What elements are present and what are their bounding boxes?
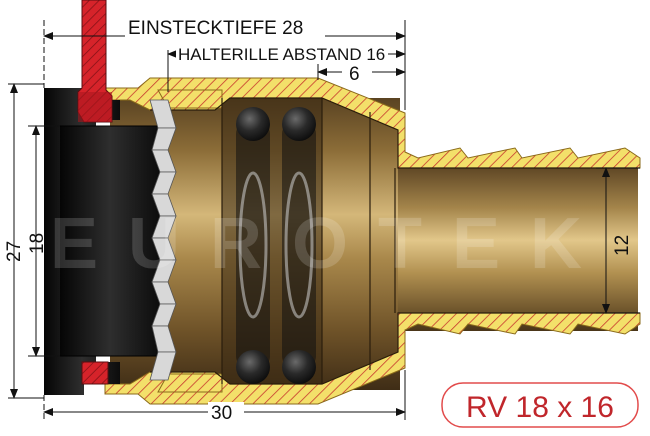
- dim-inner-diameter: 18: [27, 233, 48, 254]
- o-rings: [236, 107, 316, 384]
- o-ring-bottom-1: [236, 350, 270, 384]
- dim-insertion-depth: EINSTECKTIEFE 28: [128, 18, 303, 39]
- collet: [44, 88, 160, 395]
- o-ring-bottom-2: [282, 350, 316, 384]
- dim-groove-distance: HALTERILLE ABSTAND 16: [178, 45, 385, 64]
- product-badge: RV 18 x 16: [441, 382, 639, 428]
- dim-outer-diameter: 27: [4, 241, 25, 262]
- dim-six: 6: [349, 64, 360, 85]
- o-ring-top-1: [236, 107, 270, 141]
- release-tab: [77, 0, 113, 385]
- body-outline: [150, 97, 640, 385]
- watermark: EUROTEK: [50, 204, 612, 284]
- section-hatch: [104, 77, 641, 405]
- dim-length: 30: [211, 403, 232, 424]
- dim-hose-diameter: 12: [612, 235, 633, 256]
- o-ring-top-2: [282, 107, 316, 141]
- grip-ring: [149, 99, 177, 381]
- product-label: RV 18 x 16: [466, 391, 614, 424]
